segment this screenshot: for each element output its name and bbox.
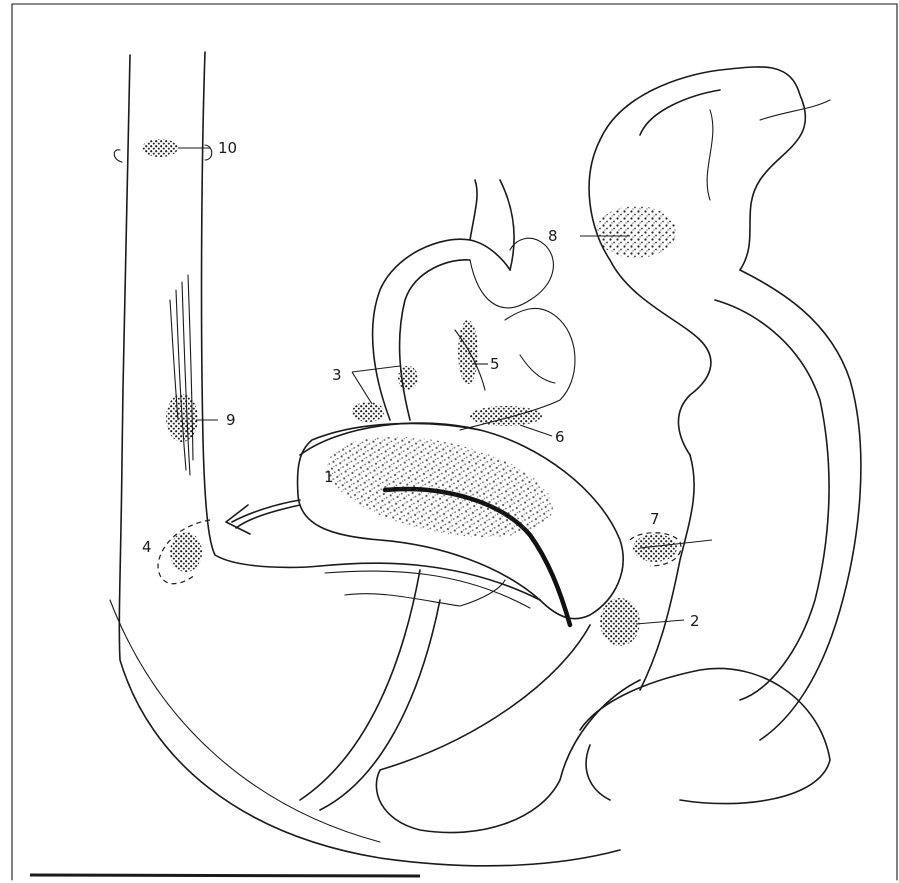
- label-7: 7: [650, 510, 660, 528]
- lesion-3b-mark: [352, 402, 384, 422]
- label-5: 5: [490, 355, 500, 373]
- muscle-striations: [170, 275, 193, 475]
- lesion-6-mark: [470, 406, 542, 426]
- lesion-9-mark: [166, 394, 198, 442]
- uterus: [298, 419, 624, 625]
- bladder: [230, 582, 500, 800]
- colon: [580, 67, 861, 804]
- label-3: 3: [332, 366, 342, 384]
- lesion-10-mark: [142, 139, 178, 157]
- cervix-vagina: [300, 563, 640, 832]
- page-border: [12, 4, 897, 880]
- label-2: 2: [690, 612, 700, 630]
- lesion-8-mark: [596, 206, 676, 258]
- lesion-4-mark: [170, 532, 202, 572]
- lesions: [142, 139, 681, 646]
- arrow: [226, 500, 300, 534]
- lesion-7-mark: [633, 534, 677, 562]
- adnexa: [373, 180, 575, 430]
- label-10: 10: [218, 139, 237, 157]
- lesion-5-mark: [458, 320, 478, 384]
- lesion-2-mark: [600, 598, 640, 646]
- label-1: 1: [324, 468, 334, 486]
- lesion-3a-mark: [398, 366, 418, 390]
- label-6: 6: [555, 428, 565, 446]
- label-8: 8: [548, 227, 558, 245]
- label-4: 4: [142, 538, 152, 556]
- label-9: 9: [226, 411, 236, 429]
